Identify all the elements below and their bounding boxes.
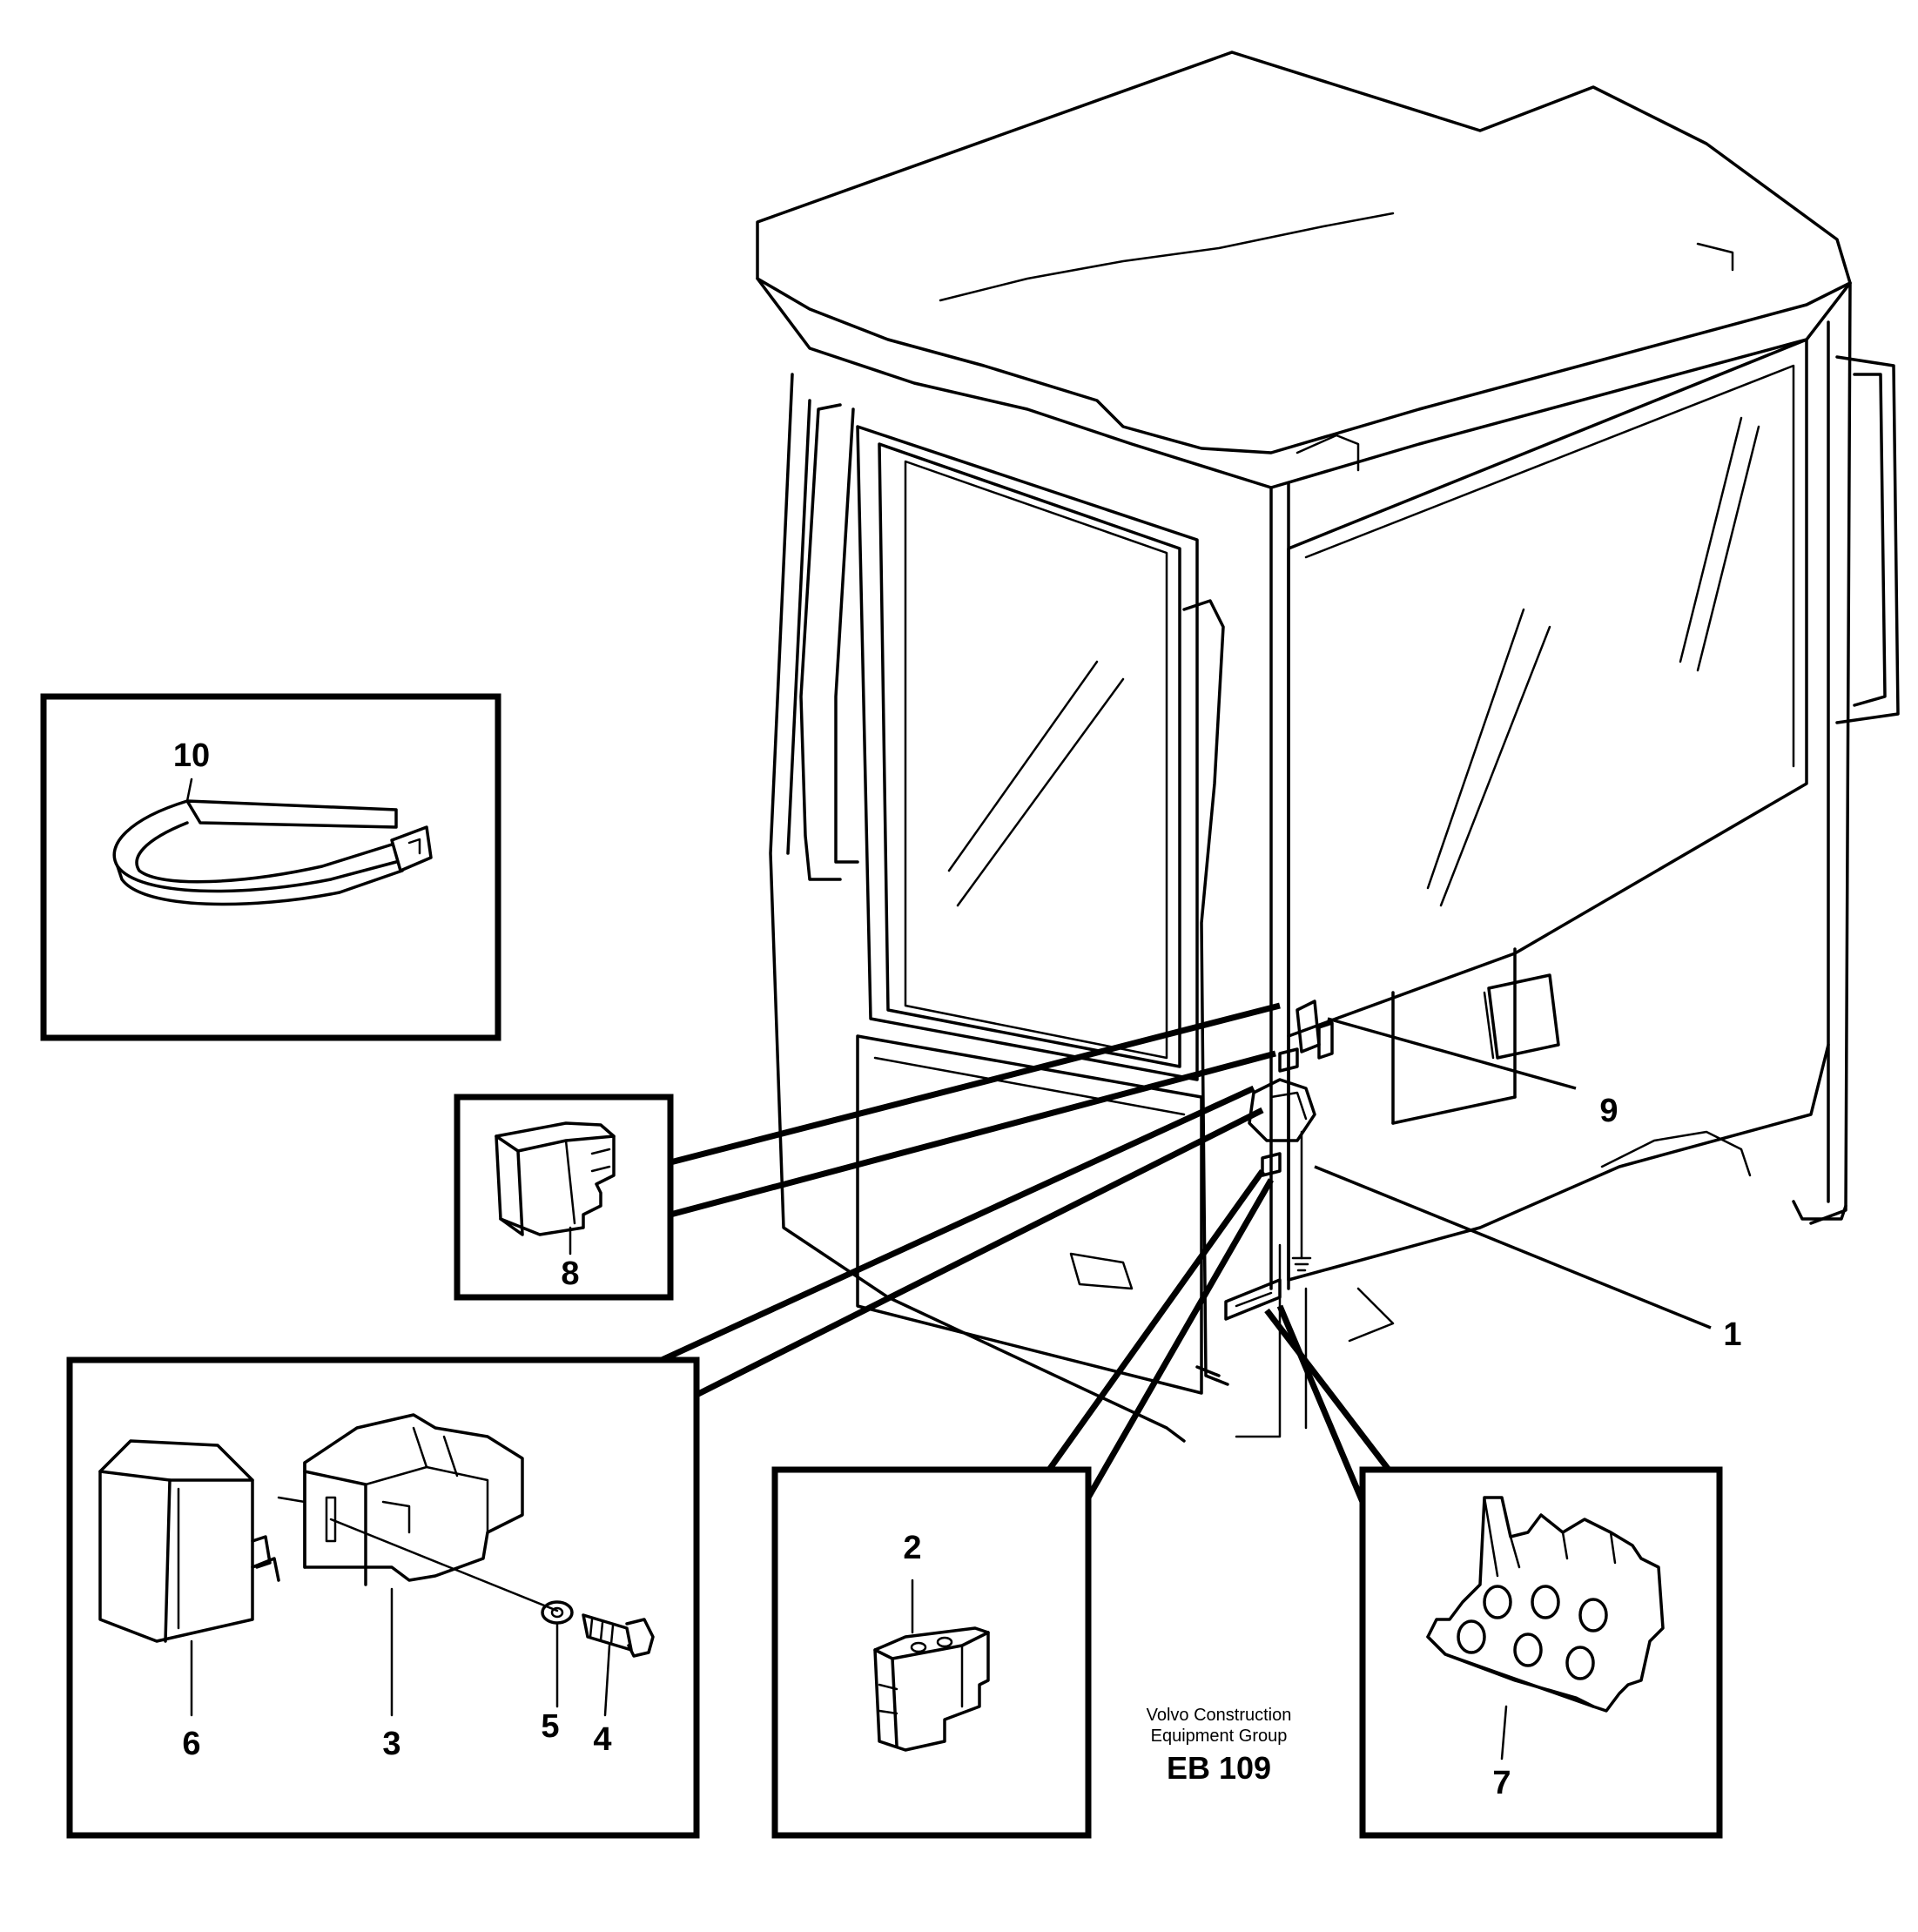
detail-box-7: [1359, 1466, 1723, 1839]
cab-illustration: [756, 50, 1900, 1443]
callout-2: 2: [903, 1530, 921, 1566]
detail-box-2: [771, 1466, 1092, 1839]
callout-5: 5: [541, 1708, 559, 1745]
detail-box-3-6: [66, 1356, 700, 1839]
callout-8: 8: [561, 1255, 579, 1292]
credit-line-2: Equipment Group: [1151, 1727, 1288, 1746]
callout-labels: 1 2 3 4 5 6 7 8 9 10: [173, 737, 1742, 1801]
leader-8a: [670, 1002, 1281, 1166]
leader-8b: [670, 1050, 1276, 1218]
callout-4: 4: [593, 1721, 611, 1758]
detail-box-10: [40, 693, 501, 1041]
publisher-credit: Volvo Construction Equipment Group EB 10…: [1147, 1706, 1292, 1786]
callout-9: 9: [1599, 1093, 1618, 1129]
callout-3: 3: [382, 1726, 400, 1762]
figure-code: EB 109: [1167, 1750, 1271, 1786]
leader-1: [1314, 1165, 1712, 1330]
leader-9: [1327, 1017, 1577, 1090]
detail-box-8: [454, 1094, 674, 1301]
credit-line-1: Volvo Construction: [1147, 1706, 1292, 1725]
callout-6: 6: [182, 1726, 200, 1762]
callout-1: 1: [1723, 1316, 1741, 1353]
leader-7a: [1264, 1308, 1719, 1473]
callout-10: 10: [173, 737, 210, 774]
callout-7: 7: [1492, 1765, 1511, 1801]
